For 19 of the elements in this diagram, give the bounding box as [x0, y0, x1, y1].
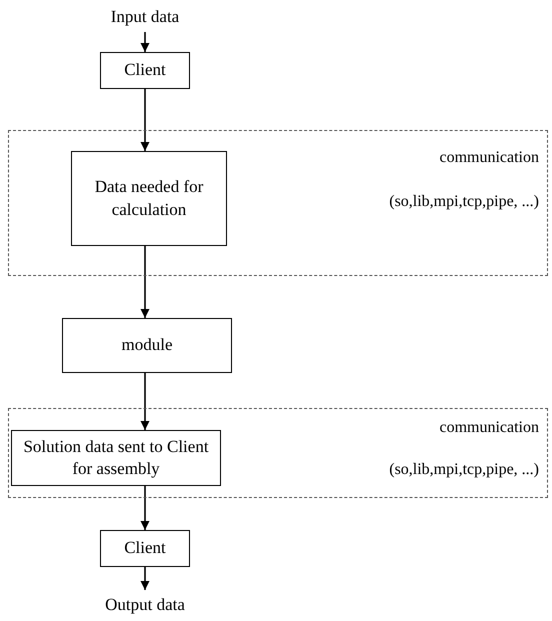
dashed-region	[8, 130, 548, 276]
arrow	[140, 89, 150, 151]
region-heading: communication	[439, 419, 539, 437]
arrow	[140, 32, 150, 52]
io-label: Output data	[80, 590, 210, 620]
protocol-list: (so,lib,mpi,tcp,pipe, ...)	[389, 193, 539, 211]
region-heading: communication	[439, 149, 539, 167]
process-box: Client	[100, 52, 190, 89]
arrow	[140, 373, 150, 430]
process-box: Solution data sent to Client for assembly	[11, 430, 221, 486]
process-box: Data needed for calculation	[71, 151, 227, 246]
io-label: Input data	[90, 2, 200, 32]
arrow	[140, 567, 150, 590]
process-box: Client	[100, 530, 190, 567]
process-box: module	[62, 318, 232, 373]
arrow	[140, 246, 150, 318]
arrow	[140, 486, 150, 530]
protocol-list: (so,lib,mpi,tcp,pipe, ...)	[389, 461, 539, 479]
dashed-region	[8, 408, 548, 498]
